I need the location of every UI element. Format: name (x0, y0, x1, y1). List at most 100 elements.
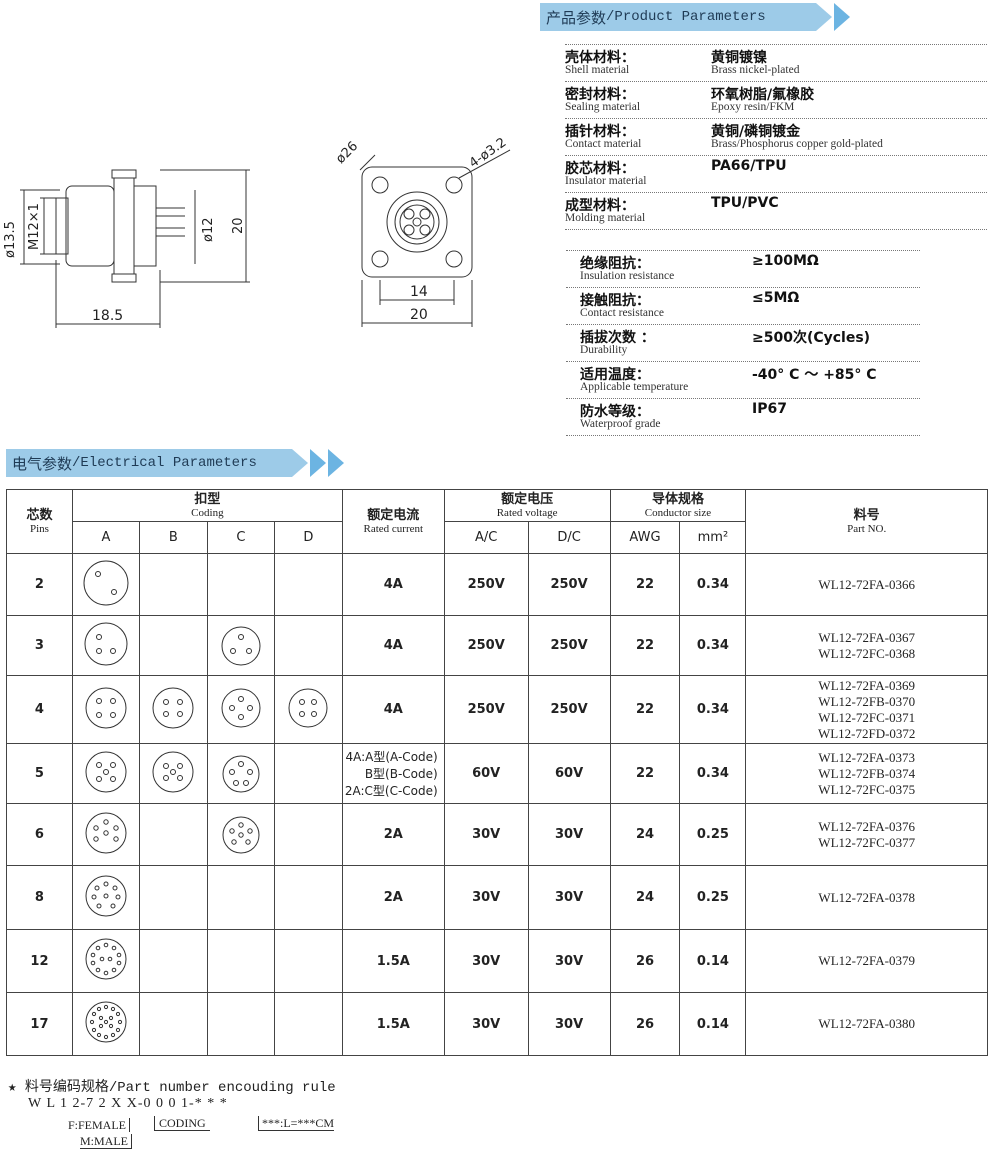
mm2-cell: 0.14 (679, 992, 747, 1056)
current-cell: 4A (341, 675, 445, 744)
value-en: Brass nickel-plated (711, 64, 800, 76)
banner-en: /Product Parameters (606, 9, 766, 25)
encoding-length: ***:L=***CM (258, 1116, 335, 1131)
awg-cell: 22 (609, 553, 681, 616)
coding-d-empty (273, 929, 343, 993)
table-row: 4 4A 250V 250V 22 0.34 WL12-72FA-0369 WL… (6, 675, 988, 744)
pins-cell: 6 (6, 803, 73, 866)
dc-cell: 60V (527, 743, 611, 804)
ac-cell: 250V (443, 675, 529, 744)
label-en: Applicable temperature (580, 381, 689, 393)
coding-b-empty (138, 929, 208, 993)
coding-b-empty (138, 803, 208, 866)
mm2-cell: 0.25 (679, 865, 747, 930)
materials-list: 壳体材料： Shell material 黄铜镀镍 Brass nickel-p… (565, 44, 987, 230)
material-row: 胶芯材料： Insulator material PA66/TPU (565, 155, 987, 192)
encoding-coding: CODING (154, 1116, 210, 1131)
part-cell: WL12-72FA-0367 WL12-72FC-0368 (745, 615, 988, 676)
table-row: 8 2A 30V 30V 24 0.25 WL12-72FA-0378 (6, 865, 988, 930)
coding-c-icon (206, 615, 275, 676)
ac-cell: 30V (443, 803, 529, 866)
ac-cell: 250V (443, 553, 529, 616)
pins-cell: 4 (6, 675, 73, 744)
specs-list: 绝缘阻抗： Insulation resistance ≥100MΩ 接触阻抗：… (566, 250, 920, 436)
header-mm2: mm² (679, 521, 747, 554)
coding-a-icon (71, 743, 140, 804)
dc-cell: 30V (527, 865, 611, 930)
label-en: Shell material (565, 64, 630, 76)
value-cn: TPU/PVC (711, 195, 779, 211)
banner-cn: 电气参数 (12, 454, 73, 473)
table-row: 12 1.5A 30V 30V 26 0.14 WL12-72FA-0379 (6, 929, 988, 993)
dc-cell: 30V (527, 992, 611, 1056)
header-code-c: C (206, 521, 275, 554)
dc-cell: 250V (527, 553, 611, 616)
spec-row: 插拔次数 ： Durability ≥500次(Cycles) (566, 324, 920, 361)
part-cell: WL12-72FA-0379 (745, 929, 988, 993)
value: ≥500次(Cycles) (752, 330, 871, 346)
header-current-en: Rated current (363, 522, 424, 535)
value-cn: 环氧树脂/氟橡胶 (711, 87, 815, 103)
mm2-cell: 0.25 (679, 803, 747, 866)
dim-l185: 18.5 (92, 308, 123, 324)
label-cn: 绝缘阻抗： (580, 256, 650, 272)
chevron-icon (816, 3, 832, 31)
coding-d-icon (273, 675, 343, 744)
current-cell: 4A (341, 553, 445, 616)
header-row: 芯数 Pins 扣型 Coding 额定电流 Rated current 额定电… (6, 489, 988, 554)
coding-d-empty (273, 615, 343, 676)
label-en: Insulation resistance (580, 270, 675, 282)
material-row: 插针材料： Contact material 黄铜/磷铜镀金 Brass/Pho… (565, 118, 987, 155)
header-code-b: B (138, 521, 208, 554)
current-cell: 4A (341, 615, 445, 676)
part-cell: WL12-72FA-0378 (745, 865, 988, 930)
product-params-banner: 产品参数 /Product Parameters (540, 3, 850, 31)
coding-c-empty (206, 992, 275, 1056)
label-cn: 插拔次数 ： (580, 330, 655, 346)
table-row: 17 1.5A 30V 30V 26 0.14 WL12-72FA-0380 (6, 992, 988, 1056)
pins-cell: 17 (6, 992, 73, 1056)
awg-cell: 24 (609, 803, 681, 866)
coding-c-icon (206, 803, 275, 866)
header-conductor-cn: 导体规格 (651, 491, 704, 507)
subheader-row: A B C D A/C D/C AWG mm² (7, 521, 988, 554)
coding-b-empty (138, 553, 208, 616)
material-row: 密封材料： Sealing material 环氧树脂/氟橡胶 Epoxy re… (565, 81, 987, 118)
header-current: 额定电流 Rated current (341, 489, 445, 554)
header-code-d: D (273, 521, 343, 554)
table-row: 5 4A:A型(A-Code) B型(B-Code) 2A:C型(C-Code)… (6, 743, 988, 804)
value: ≤5MΩ (752, 290, 800, 306)
current-cell: 2A (341, 803, 445, 866)
table-row: 2 4A 250V 250V 22 0.34 WL12-72FA-0366 (6, 553, 988, 616)
pins-cell: 2 (6, 553, 73, 616)
coding-d-empty (273, 743, 343, 804)
electrical-table: 芯数 Pins 扣型 Coding 额定电流 Rated current 额定电… (6, 489, 988, 1056)
value: ≥100MΩ (752, 253, 819, 269)
label-en: Waterproof grade (580, 418, 661, 430)
electrical-params-banner: 电气参数 /Electrical Parameters (6, 449, 344, 477)
value-en: Brass/Phosphorus copper gold-plated (711, 138, 883, 150)
chevron-icon (328, 449, 344, 477)
coding-c-empty (206, 865, 275, 930)
dim-d12: ø12 (201, 218, 216, 243)
header-pins-cn: 芯数 (26, 507, 53, 523)
coding-a-icon (71, 992, 140, 1056)
dc-cell: 250V (527, 615, 611, 676)
part-cell: WL12-72FA-0373 WL12-72FB-0374 WL12-72FC-… (745, 743, 988, 804)
header-coding: 扣型 Coding (71, 489, 343, 522)
coding-d-empty (273, 992, 343, 1056)
coding-a-icon (71, 553, 140, 616)
header-voltage-cn: 额定电压 (501, 491, 554, 507)
header-coding-en: Coding (191, 506, 224, 519)
front-view-drawing: ø26 4-ø3.2 14 20 (335, 135, 511, 327)
header-awg: AWG (609, 521, 681, 554)
part-cell: WL12-72FA-0366 (745, 553, 988, 616)
header-voltage-en: Rated voltage (496, 506, 558, 519)
encoding-male: M:MALE (80, 1134, 132, 1149)
label-en: Contact resistance (580, 307, 664, 319)
dim-d26: ø26 (335, 139, 361, 167)
value-cn: PA66/TPU (711, 158, 787, 174)
coding-c-icon (206, 675, 275, 744)
banner-cn: 产品参数 (546, 8, 607, 27)
dc-cell: 30V (527, 929, 611, 993)
